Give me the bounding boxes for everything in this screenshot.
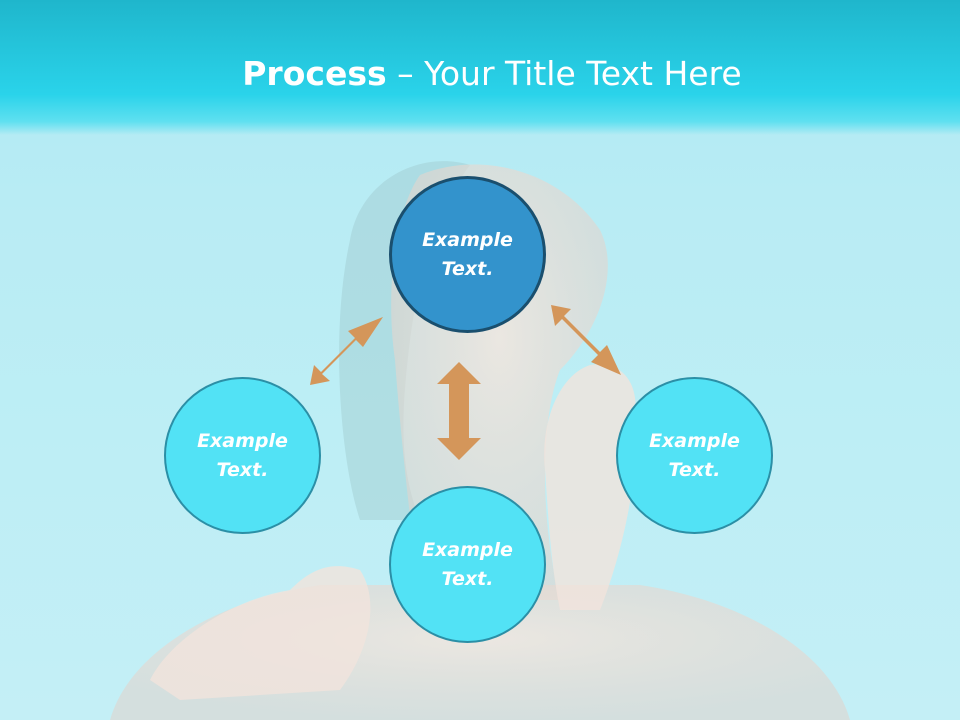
node-bottom-label: Example Text.: [422, 538, 513, 590]
double-arrow-icon: [437, 362, 481, 460]
double-arrow-icon: [551, 305, 621, 375]
node-top-label: Example Text.: [422, 228, 513, 280]
node-right-label: Example Text.: [649, 429, 740, 481]
title-bold: Process: [242, 54, 387, 93]
node-bottom: Example Text.: [389, 486, 546, 643]
node-top: Example Text.: [389, 176, 546, 333]
node-left-label: Example Text.: [197, 429, 288, 481]
title-rest: – Your Title Text Here: [386, 54, 742, 93]
node-right: Example Text.: [616, 377, 773, 534]
title-bar: [0, 0, 960, 135]
slide-title: Process – Your Title Text Here: [0, 52, 960, 96]
double-arrow-icon: [310, 317, 383, 385]
node-left: Example Text.: [164, 377, 321, 534]
